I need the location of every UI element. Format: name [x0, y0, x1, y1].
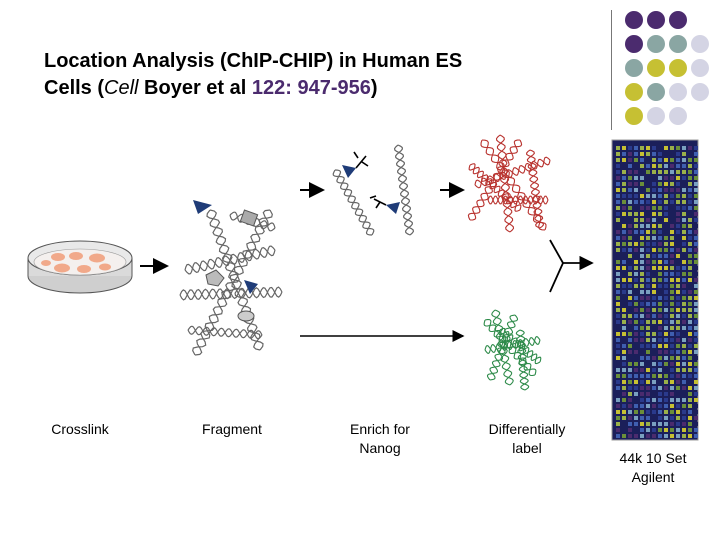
- slide-title: Location Analysis (ChIP-CHIP) in Human E…: [44, 48, 624, 102]
- dna-fragment-icon: [179, 200, 283, 356]
- antibody-icon: [332, 144, 415, 236]
- microarray-icon: [611, 139, 699, 441]
- step-label-array: 44k 10 Set Agilent: [619, 450, 687, 485]
- dna-green-icon: [483, 309, 542, 391]
- petri-dish-icon: [27, 240, 133, 294]
- dna-red-icon: [467, 134, 551, 233]
- merge-arrow-icon: [549, 239, 594, 293]
- step-label-crosslink: Crosslink: [51, 421, 109, 437]
- title-line2-prefix: Cells (: [44, 77, 105, 99]
- decorative-divider: [611, 10, 612, 130]
- title-reference: 122: 947-956: [251, 77, 371, 99]
- title-line1: Location Analysis (ChIP-CHIP) in Human E…: [44, 50, 463, 72]
- decorative-dot-grid: [625, 11, 709, 125]
- title-line2-suffix: ): [370, 77, 378, 99]
- step-label-differential: Differentially label: [488, 421, 566, 456]
- step-label-fragment: Fragment: [202, 421, 262, 437]
- step-label-enrich: Enrich for Nanog: [350, 421, 410, 456]
- title-authors: Boyer et al: [138, 77, 252, 99]
- title-journal: Cell: [104, 77, 139, 99]
